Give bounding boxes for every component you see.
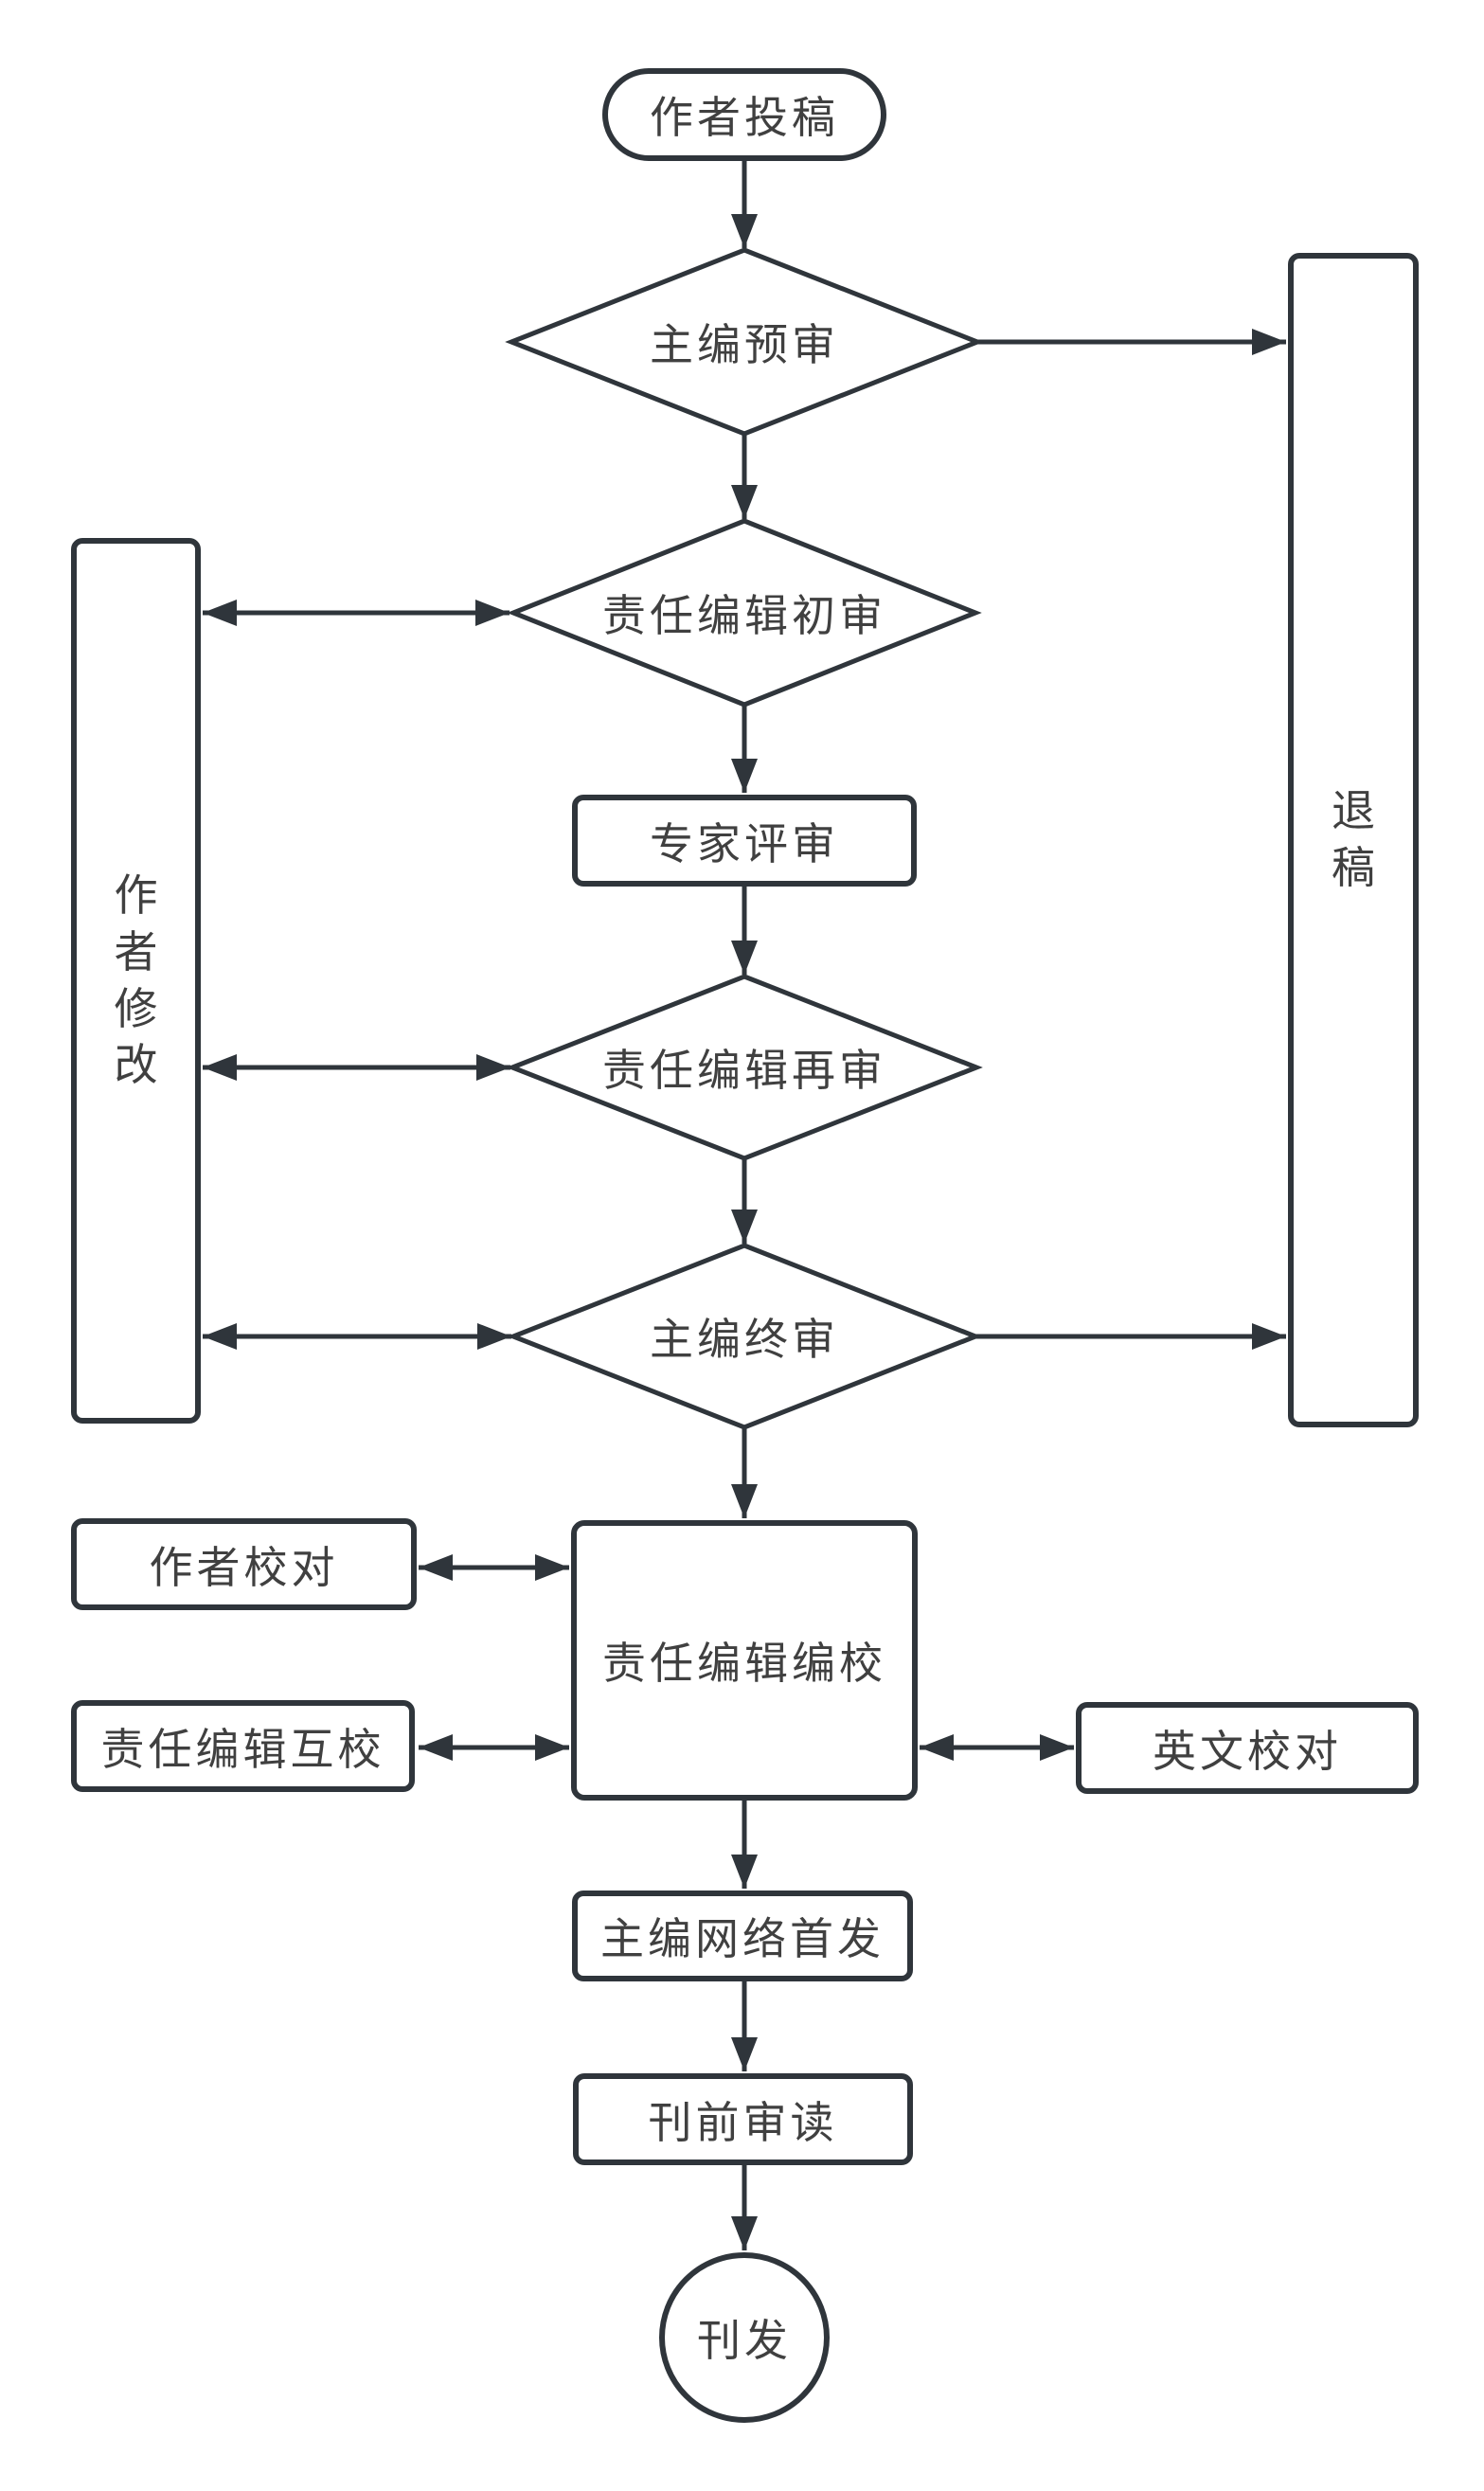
node-publish: 刊发 bbox=[659, 2252, 830, 2423]
node-expert-review: 专家评审 bbox=[572, 795, 917, 887]
node-online-first-label: 主编网络首发 bbox=[600, 1914, 885, 1963]
node-author-proofread-label: 作者校对 bbox=[149, 1542, 339, 1592]
node-editor-mutual-proofread: 责任编辑互校 bbox=[71, 1700, 415, 1792]
node-english-proofread-label: 英文校对 bbox=[1153, 1726, 1342, 1776]
node-author-revision-label: 作者修改 bbox=[114, 869, 158, 1090]
node-editor-editing: 责任编辑编校 bbox=[571, 1520, 918, 1801]
node-author-proofread: 作者校对 bbox=[71, 1518, 417, 1610]
node-editor-first-review-label: 责任编辑初审 bbox=[602, 591, 886, 640]
node-author-submit: 作者投稿 bbox=[602, 68, 886, 161]
node-rejection: 退稿 bbox=[1288, 253, 1419, 1427]
node-editor-mutual-proofread-label: 责任编辑互校 bbox=[100, 1724, 385, 1774]
diamond-editor-second-review bbox=[506, 974, 983, 1161]
node-pre-publication-review: 刊前审读 bbox=[573, 2073, 913, 2165]
diamond-chief-final-review bbox=[507, 1243, 982, 1430]
node-publish-label: 刊发 bbox=[697, 2316, 792, 2365]
node-author-submit-label: 作者投稿 bbox=[650, 93, 839, 142]
node-online-first: 主编网络首发 bbox=[572, 1891, 913, 1981]
diamond-editor-first-review bbox=[507, 518, 982, 708]
node-author-revision: 作者修改 bbox=[71, 538, 201, 1424]
diamond-chief-pre-review bbox=[505, 247, 984, 437]
node-chief-pre-review-label: 主编预审 bbox=[650, 320, 839, 369]
node-chief-final-review-label: 主编终审 bbox=[650, 1315, 839, 1364]
node-rejection-label: 退稿 bbox=[1332, 786, 1375, 892]
node-pre-publication-review-label: 刊前审读 bbox=[648, 2097, 838, 2147]
node-editor-second-review-label: 责任编辑再审 bbox=[602, 1046, 886, 1095]
node-expert-review-label: 专家评审 bbox=[650, 818, 839, 869]
node-editor-editing-label: 责任编辑编校 bbox=[602, 1639, 886, 1688]
node-english-proofread: 英文校对 bbox=[1076, 1702, 1419, 1794]
